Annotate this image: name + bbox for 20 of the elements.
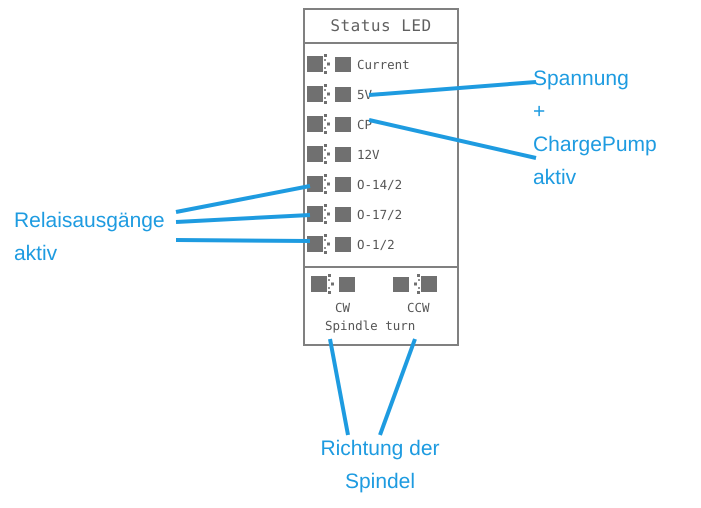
- status-led-panel: [303, 8, 459, 346]
- led-label: CCW: [407, 300, 430, 315]
- leader-line: [176, 184, 310, 214]
- led-label: 12V: [357, 146, 380, 162]
- leader-line: [368, 80, 536, 97]
- leader-line: [176, 213, 310, 224]
- leader-line: [378, 338, 417, 436]
- led-label: O-1/2: [357, 236, 395, 252]
- led-label: CW: [335, 300, 350, 315]
- leader-line: [176, 238, 310, 243]
- leader-line: [328, 338, 350, 436]
- callout-label: Richtung der Spindel: [320, 437, 440, 493]
- callout-label: Relaisausgänge aktiv: [14, 209, 165, 265]
- led-label: Current: [357, 56, 410, 72]
- leader-line: [368, 118, 536, 160]
- led-label: O-14/2: [357, 176, 402, 192]
- callout-label: Spannung + ChargePump aktiv: [533, 67, 657, 189]
- panel-title: Status LED: [305, 10, 457, 44]
- led-label: Spindle turn: [325, 318, 416, 333]
- led-label: O-17/2: [357, 206, 402, 222]
